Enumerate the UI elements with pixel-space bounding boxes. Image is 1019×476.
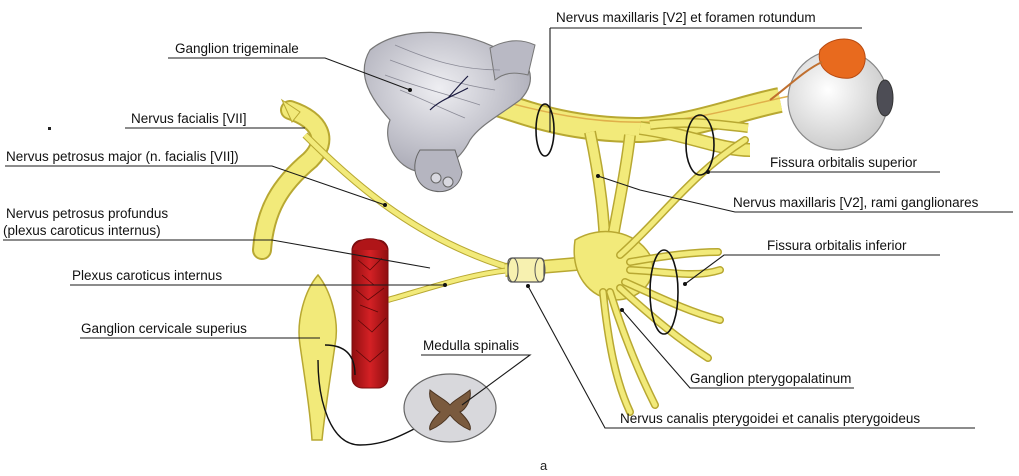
- superior-cervical-ganglion: [299, 275, 336, 440]
- trigeminal-lower-roots: [415, 150, 462, 192]
- pterygoid-canal-tube: [508, 258, 544, 282]
- label-ganglion-pterygopalatinum: Ganglion pterygopalatinum: [690, 371, 851, 387]
- label-nervus-canalis: Nervus canalis pterygoidei et canalis pt…: [620, 411, 920, 427]
- label-nervus-petrosus-major: Nervus petrosus major (n. facialis [VII]…: [6, 149, 239, 165]
- cornea: [877, 80, 893, 116]
- label-nervus-maxillaris-rami: Nervus maxillaris [V2], rami ganglionare…: [733, 195, 978, 211]
- figure-letter: a: [540, 458, 547, 473]
- label-medulla-spinalis: Medulla spinalis: [423, 338, 519, 354]
- internal-carotid-artery: [352, 240, 388, 388]
- label-ganglion-trigeminale: Ganglion trigeminale: [175, 41, 299, 57]
- label-plexus-caroticus: Plexus caroticus internus: [72, 268, 222, 284]
- label-ganglion-cervicale: Ganglion cervicale superius: [81, 321, 247, 337]
- label-fissura-orbitalis-superior: Fissura orbitalis superior: [770, 155, 917, 171]
- label-nervus-facialis: Nervus facialis [VII]: [131, 111, 247, 127]
- label-nervus-petrosus-profundus: Nervus petrosus profundus: [6, 206, 168, 222]
- label-nervus-maxillaris-foramen: Nervus maxillaris [V2] et foramen rotund…: [556, 10, 816, 26]
- label-nervus-petrosus-profundus-sub: (plexus caroticus internus): [3, 223, 161, 239]
- small-mark: [48, 127, 51, 130]
- label-fissura-orbitalis-inferior: Fissura orbitalis inferior: [767, 238, 907, 254]
